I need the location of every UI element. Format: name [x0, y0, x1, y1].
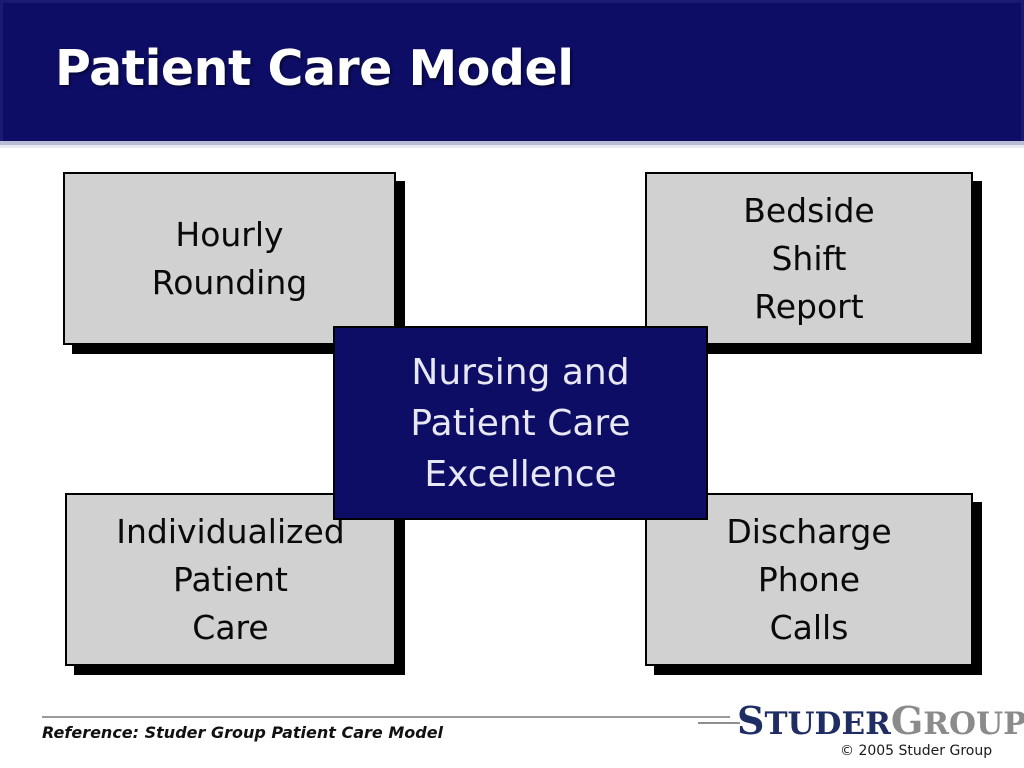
logo-studer-text: STUDER [737, 701, 891, 743]
diagram-box-label: Individualized Patient Care [116, 511, 345, 647]
logo-studer-rest: TUDER [764, 706, 891, 743]
footer-divider-logo-lead [698, 722, 740, 724]
studer-group-logo: STUDERGROUP® © 2005 Studer Group [737, 700, 1024, 762]
logo-studer-initial: S [737, 698, 765, 744]
logo-group-initial: G [890, 698, 924, 744]
diagram-box-hourly-rounding[interactable]: Hourly Rounding [63, 172, 396, 345]
reference-note: Reference: Studer Group Patient Care Mod… [42, 723, 444, 742]
diagram-box-individualized-patient-care[interactable]: Individualized Patient Care [65, 493, 396, 666]
page-title: Patient Care Model [55, 40, 574, 97]
title-banner [0, 0, 1024, 143]
diagram-box-bedside-shift-report[interactable]: Bedside Shift Report [645, 172, 973, 345]
diagram-center-box[interactable]: Nursing and Patient Care Excellence [333, 326, 708, 520]
copyright-notice: © 2005 Studer Group [840, 743, 993, 759]
diagram-box-label: Hourly Rounding [151, 214, 308, 302]
logo-group-text: GROUP [891, 701, 1024, 743]
diagram-center-label: Nursing and Patient Care Excellence [410, 351, 631, 495]
diagram-box-label: Discharge Phone Calls [726, 511, 892, 647]
logo-group-rest: ROUP [923, 706, 1024, 743]
banner-underline-highlight [0, 145, 1024, 148]
diagram-box-label: Bedside Shift Report [743, 190, 875, 326]
footer-divider [42, 716, 730, 718]
logo-wordmark: STUDERGROUP® [737, 700, 1024, 744]
diagram-box-discharge-phone-calls[interactable]: Discharge Phone Calls [645, 493, 973, 666]
banner-underline [0, 141, 1024, 145]
